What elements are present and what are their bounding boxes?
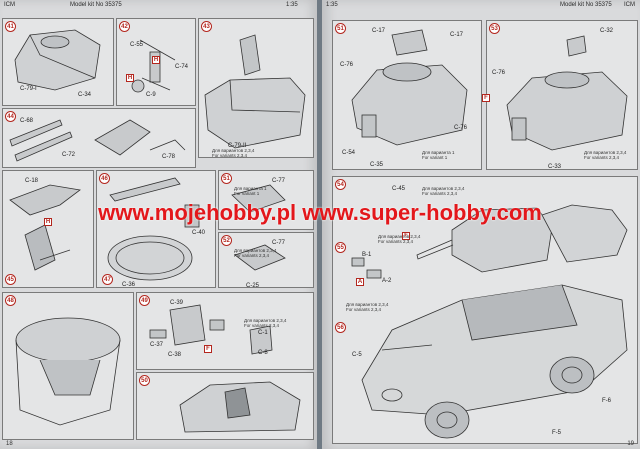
part-label: C-18 (25, 178, 39, 184)
step-number-42: 42 (119, 21, 130, 32)
variant-note: Для варианта 1 For variant 1 (234, 186, 267, 196)
variant-note: Для вариантов 2,3,4 For variants 2,3,4 (346, 302, 389, 312)
part-label: C-72 (62, 152, 76, 158)
part-label: B-1 (362, 252, 372, 258)
scale-right: 1:35 (326, 2, 338, 8)
model-number-right: Model kit No 35375 (560, 2, 612, 8)
paint-marker-a: A (356, 278, 364, 286)
paint-marker-h: H (44, 218, 52, 226)
step-number-49: 49 (139, 295, 150, 306)
left-page: ICM Model kit No 35375 1:35 (0, 0, 318, 449)
brand-logo-left: ICM (4, 2, 15, 8)
step-number-51-right: 51 (335, 23, 346, 34)
part-label: C-78 (162, 154, 176, 160)
part-label: C-8 (258, 350, 268, 356)
part-label: C-68 (20, 118, 34, 124)
step-number-45: 45 (5, 274, 16, 285)
part-label: C-45 (392, 186, 406, 192)
right-page-drawings (351, 29, 628, 439)
paint-marker-f: F (402, 232, 410, 240)
part-label: C-38 (168, 352, 182, 358)
step-number-52: 52 (221, 235, 232, 246)
part-label: C-54 (342, 150, 356, 156)
step-number-48: 48 (5, 295, 16, 306)
paint-marker-f: F (482, 94, 490, 102)
step-number-43: 43 (201, 21, 212, 32)
step-number-55: 55 (335, 242, 346, 253)
variant-note: Для вариантов 2,3,4 For variants 2,3,4 (234, 248, 277, 258)
part-label: C-17 (450, 32, 464, 38)
variant-note: Для вариантов 2,3,4 For variants 2,3,4 (422, 186, 465, 196)
variant-note: Для вариантов 2,3,4 For variants 2,3,4 (212, 148, 255, 158)
part-label: A-2 (382, 278, 392, 284)
paint-marker-f: F (204, 345, 212, 353)
part-label: C-5 (352, 352, 362, 358)
step-number-50: 50 (139, 375, 150, 386)
step-number-46: 46 (99, 173, 110, 184)
part-label: C-35 (370, 162, 384, 168)
page-number-right: 19 (627, 441, 634, 447)
part-label: C-17 (372, 28, 386, 34)
part-label: C-25 (246, 283, 260, 289)
step-number-44: 44 (5, 111, 16, 122)
part-label: C-77 (272, 240, 286, 246)
step-number-56: 56 (335, 322, 346, 333)
part-label: C-1 (258, 330, 268, 336)
part-label: C-9 (146, 92, 156, 98)
part-label: C-32 (600, 28, 614, 34)
left-page-drawings (9, 29, 306, 433)
model-number-left: Model kit No 35375 (70, 2, 122, 8)
part-label: C-77 (272, 178, 286, 184)
right-page: 1:35 Model kit No 35375 ICM (322, 0, 640, 449)
variant-note: Для варианта 1 For variant 1 (422, 150, 455, 160)
book-spine (317, 0, 323, 449)
paint-marker-h: H (126, 74, 134, 82)
part-label: F-5 (552, 430, 561, 436)
part-label: C-36 (122, 282, 136, 288)
step-number-54: 54 (335, 179, 346, 190)
part-label: C-76 (454, 125, 468, 131)
store-watermark: www.mojehobby.pl www.super-hobby.com (98, 200, 542, 225)
part-label: C-37 (150, 342, 164, 348)
part-label: C-74 (175, 64, 189, 70)
part-label: C-33 (548, 164, 562, 170)
step-number-51: 51 (221, 173, 232, 184)
page-number-left: 18 (6, 441, 13, 447)
part-label: C-34 (78, 92, 92, 98)
part-label: C-55 (130, 42, 144, 48)
part-label: C-76 (492, 70, 506, 76)
scale-left: 1:35 (286, 2, 298, 8)
part-label: F-6 (602, 398, 611, 404)
variant-note: Для вариантов 2,3,4 For variants 2,3,4 (244, 318, 287, 328)
variant-note: Для вариантов 2,3,4 For variants 2,3,4 (378, 234, 421, 244)
step-number-53: 53 (489, 23, 500, 34)
part-label: C-40 (192, 230, 206, 236)
part-label: C-76 (340, 62, 354, 68)
step-number-41: 41 (5, 21, 16, 32)
part-label: C-39 (170, 300, 184, 306)
step-number-47: 47 (102, 274, 113, 285)
variant-note: Для вариантов 2,3,4 For variants 2,3,4 (584, 150, 627, 160)
part-label: C-79-II (228, 143, 247, 149)
brand-logo-right: ICM (624, 2, 635, 8)
paint-marker-h: H (152, 56, 160, 64)
part-label: C-79-I (20, 86, 37, 92)
